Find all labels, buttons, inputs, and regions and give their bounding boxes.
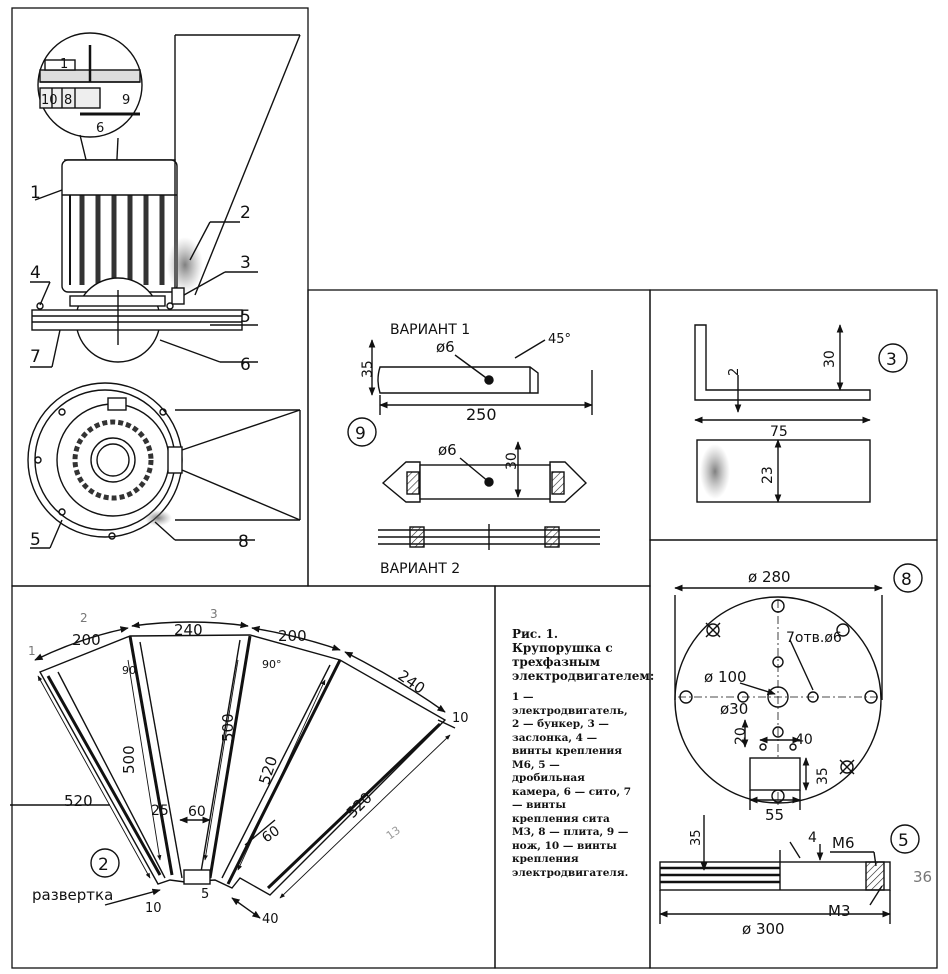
hopper-dim-10a: 10 [452,711,469,726]
hopper-dim-500b: 500 [219,713,237,742]
variant2-label: ВАРИАНТ 2 [380,561,460,577]
damper-number: 3 [886,350,897,370]
callout-5-bottom: 5 [30,530,41,550]
assembly-callouts: 1 2 3 4 5 7 6 5 8 1 10 8 9 6 [30,57,251,552]
plate-number: 8 [901,570,912,590]
knife-dim-30: 30 [504,452,520,470]
knife-dim-d6-a: ø6 [436,338,455,356]
plate-dim-20: 20 [733,727,749,745]
plate-dim-100: ø 100 [704,668,747,686]
panel-frames [11,7,938,969]
plate-holes: 7отв.ø6 [786,630,842,646]
plate-dim-m3: М3 [828,902,851,920]
hopper-number: 2 [98,855,109,875]
callout-3: 3 [240,253,251,273]
plate-dim-40: 40 [795,732,813,748]
variant1-label: ВАРИАНТ 1 [390,322,470,338]
knife-dim-45: 45° [548,332,571,347]
hopper-pencil-13: 13 [384,824,403,843]
hopper-dim-60a: 60 [188,804,206,820]
caption-title: Рис. 1. Крупорушка с трехфазным электрод… [512,627,655,683]
hopper-dim-90b: 90° [262,658,282,671]
knife-dim-d6-b: ø6 [438,441,457,459]
damper-drawing [694,324,908,503]
callout-8: 8 [238,532,249,552]
hopper-dim-40: 40 [262,912,279,927]
hopper-dim-5: 5 [201,887,209,902]
zoom-label-1: 1 [60,57,68,72]
hopper-dim-240: 240 [174,621,203,639]
damper-dim-30: 30 [822,350,838,368]
hopper-development [10,621,456,919]
figure-caption: Рис. 1. Крупорушка с трехфазным электрод… [512,627,655,880]
callout-2: 2 [240,203,251,223]
zoom-label-9: 9 [122,93,130,108]
hopper-dim-200a: 200 [72,631,101,649]
zoom-label-6: 6 [96,121,104,136]
caption-body: 1 — электродвигатель, 2 — бункер, 3 — за… [512,691,632,879]
plate-dim-4: 4 [808,830,817,846]
plate-dim-35: 35 [815,767,831,785]
damper-dim-2: 2 [727,368,742,376]
hopper-dim-10b: 10 [145,901,162,916]
hopper-dim-240b: 240 [395,666,429,697]
callout-5: 5 [240,307,251,327]
hopper-dim-200b: 200 [278,627,307,645]
plate-dim-m6: М6 [832,834,855,852]
hopper-pencil-1: 1 [28,644,36,658]
knife-dim-35: 35 [360,360,376,378]
hopper-pencil-3: 3 [210,607,218,621]
plate-dim-280: ø 280 [748,568,791,586]
assembly-drawing [27,32,301,549]
callout-4: 4 [30,263,41,283]
callout-1: 1 [30,183,41,203]
hopper-dim-500a: 500 [120,745,138,774]
hopper-label: развертка [32,886,113,904]
plate-drawing [659,563,923,924]
knife-number: 9 [355,424,366,444]
zoom-label-8: 8 [64,93,72,108]
callout-6: 6 [240,355,251,375]
damper-dim-23: 23 [760,466,776,484]
hopper-pencil-2: 2 [80,611,88,625]
plate-dim-35b: 35 [689,829,704,846]
hopper-dim-520a: 520 [64,792,93,810]
detail-zoom-circle [37,32,143,138]
knife-dim-250: 250 [466,405,497,424]
plate-number-5: 5 [898,831,909,851]
zoom-label-10: 10 [41,93,58,108]
knife-labels: 9 ВАРИАНТ 1 ВАРИАНТ 2 35 ø6 45° 250 ø6 3… [355,322,571,577]
damper-labels: 3 30 2 75 23 [727,350,897,484]
plate-dim-55: 55 [765,806,784,824]
plate-labels: 8 5 ø 280 7отв.ø6 ø 100 ø30 20 40 35 55 … [689,568,932,938]
callout-7: 7 [30,347,41,367]
plate-dim-300: ø 300 [742,920,785,938]
hopper-dim-90a: 90 [122,664,136,677]
damper-dim-75: 75 [770,424,788,440]
hopper-dim-25: 25 [151,803,169,819]
knife-drawing [347,339,600,550]
plate-dim-36: 36 [913,868,932,886]
plate-dim-30: ø30 [720,700,748,718]
